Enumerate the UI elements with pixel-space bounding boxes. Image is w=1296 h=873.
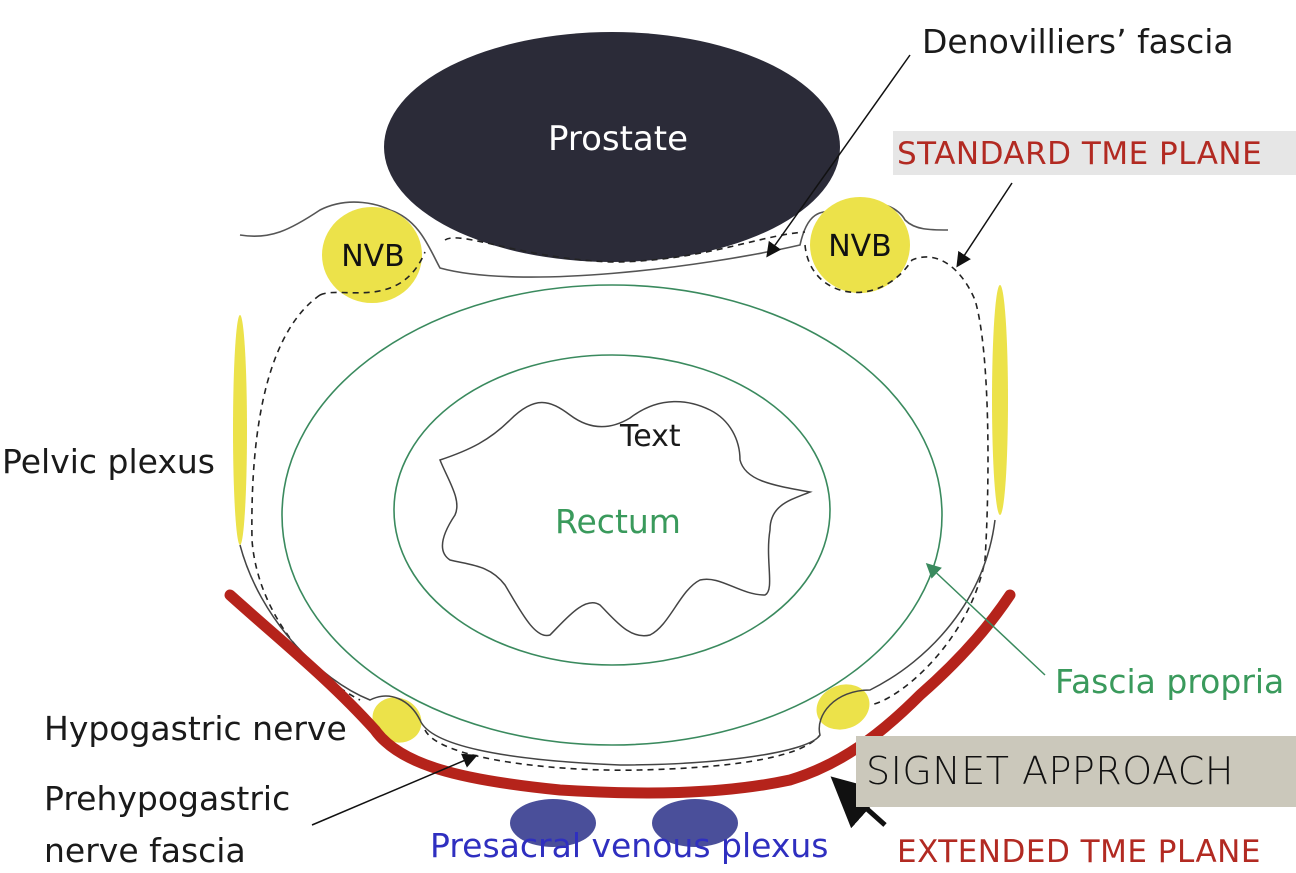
nvb-right-shape — [810, 197, 910, 293]
prehypogastric-arrow — [311, 753, 478, 826]
nvb-left-shape — [322, 207, 422, 303]
denovilliers-label: Denovilliers’ fascia — [922, 22, 1234, 61]
signet-approach-box — [856, 736, 1296, 807]
presacral-vein-left — [510, 799, 596, 847]
text-placeholder-label: Text — [619, 419, 681, 454]
prehypogastric-label-line2: nerve fascia — [44, 831, 246, 870]
extended-tme-label: EXTENDED TME PLANE — [897, 834, 1261, 870]
denovilliers-arrow — [766, 54, 911, 258]
presacral-vein-right — [652, 799, 738, 847]
fascia-propria-outer — [281, 284, 943, 746]
nvb-right-label: NVB — [828, 229, 892, 264]
nvb-left-label: NVB — [341, 239, 405, 274]
rectum-label: Rectum — [555, 502, 681, 541]
standard-tme-dashed-line — [251, 231, 989, 772]
prostate-shape — [384, 32, 840, 262]
prostate-label: Prostate — [548, 119, 688, 159]
fascia-propria-arrow — [925, 562, 1046, 676]
pelvic-plexus-right — [992, 285, 1008, 515]
hypogastric-nerve-right — [816, 684, 870, 730]
fascia-propria-label: Fascia propria — [1055, 662, 1284, 701]
standard-tme-arrow — [956, 182, 1013, 268]
denovilliers-fascia-line — [239, 201, 949, 278]
pelvic-plexus-left — [233, 315, 247, 545]
standard-tme-highlight — [893, 131, 1296, 175]
pelvic-plexus-label: Pelvic plexus — [2, 442, 215, 481]
prehypogastric-label-line1: Prehypogastric — [44, 779, 290, 818]
hypogastric-nerve-label: Hypogastric nerve — [44, 709, 347, 748]
hypogastric-nerve-left — [372, 697, 422, 743]
standard-tme-label: STANDARD TME PLANE — [897, 136, 1262, 172]
presacral-label: Presacral venous plexus — [430, 826, 828, 865]
rectal-wall-ellipse — [393, 354, 831, 666]
prehypogastric-fascia-line — [239, 519, 996, 766]
extended-tme-line — [224, 589, 1016, 799]
rectal-lumen-outline — [439, 400, 813, 637]
signet-approach-label: SIGNET APPROACH — [866, 749, 1234, 793]
